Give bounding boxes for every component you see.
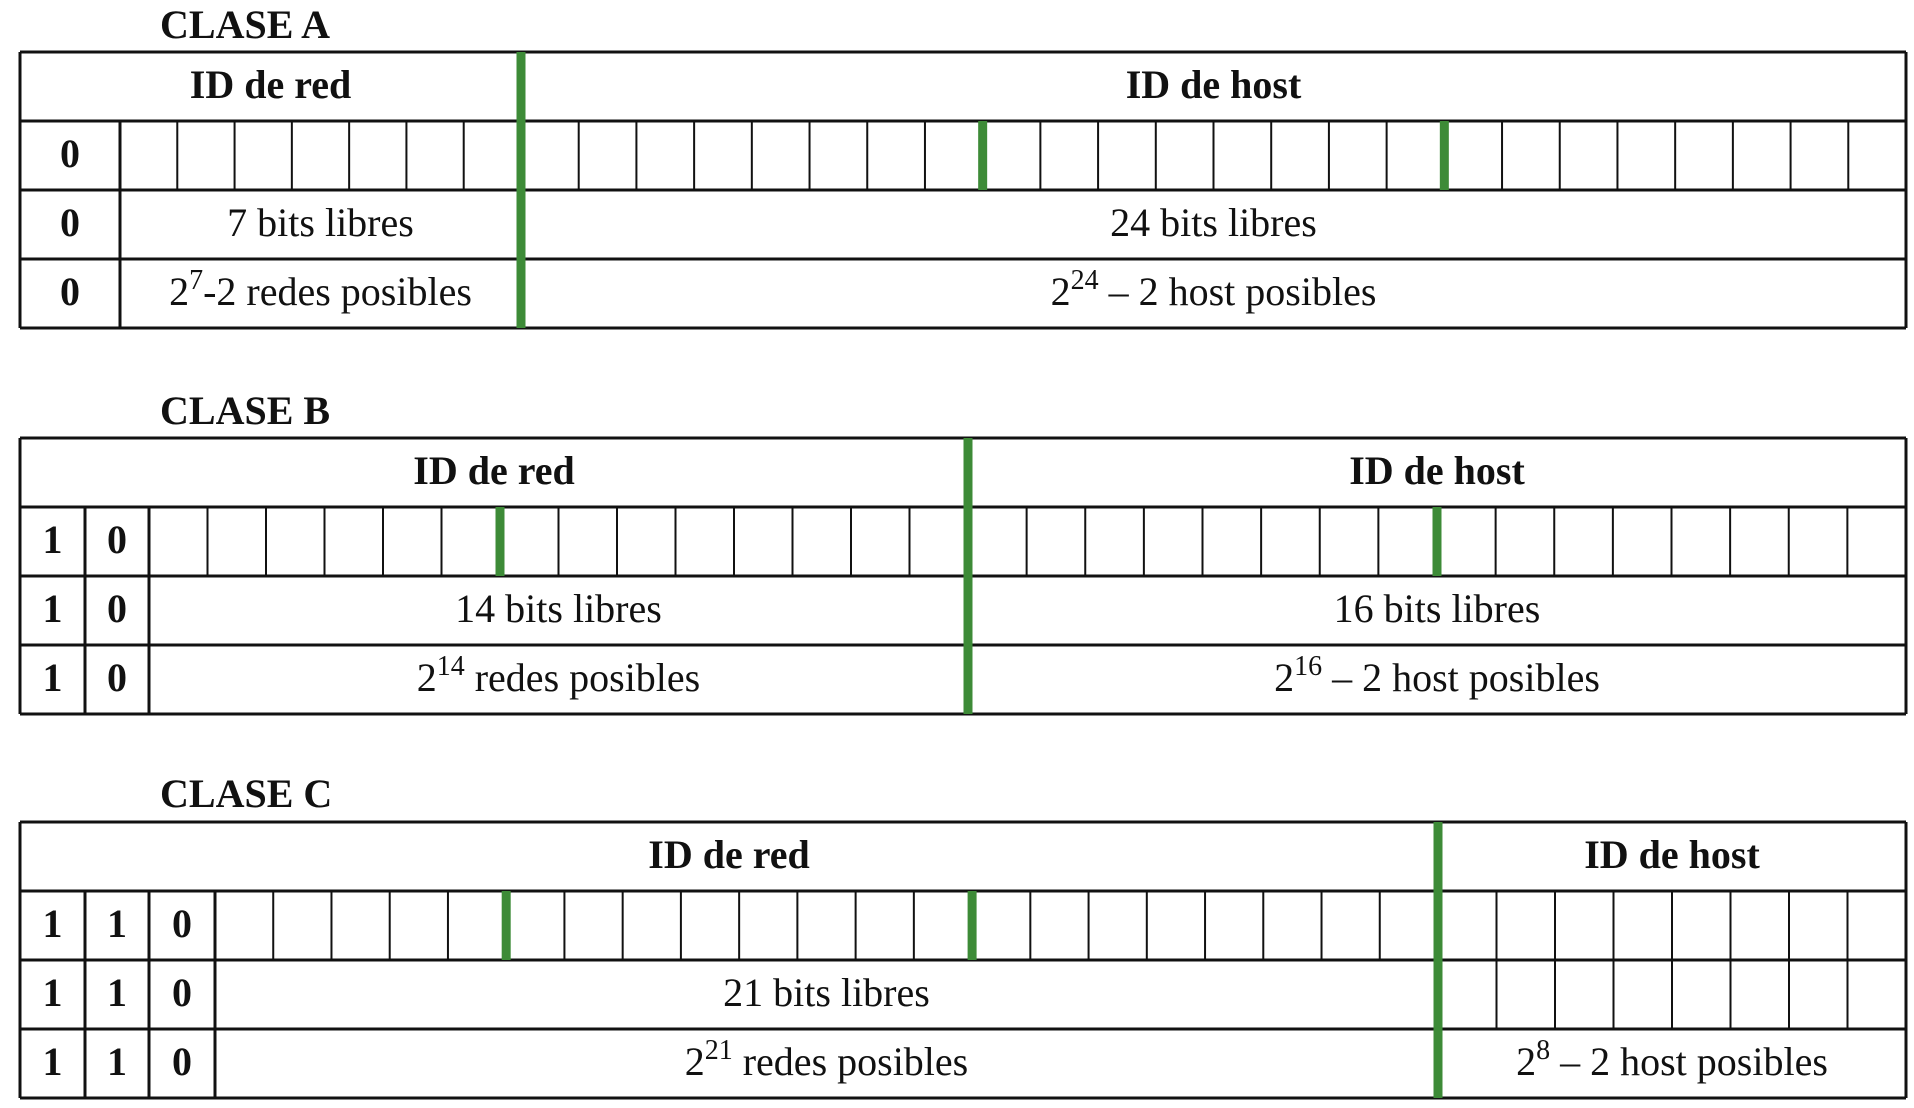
class-a-title: CLASE A (160, 2, 331, 47)
class-b-prefix-bit: 1 (43, 586, 63, 631)
class-c-prefix-bit: 1 (43, 901, 63, 946)
class-c-prefix-bit: 1 (107, 970, 127, 1015)
class-b-title: CLASE B (160, 388, 331, 433)
class-c-net-header: ID de red (648, 832, 809, 877)
class-b-net-header: ID de red (413, 448, 574, 493)
class-b-net-formula: 214 redes posibles (417, 651, 701, 700)
class-c-host-formula: 28 – 2 host posibles (1516, 1035, 1828, 1084)
class-b-prefix-bit: 0 (107, 655, 127, 700)
class-c-prefix-bit: 1 (43, 970, 63, 1015)
class-c-net-free-bits: 21 bits libres (723, 970, 930, 1015)
class-c-net-formula: 221 redes posibles (685, 1035, 969, 1084)
class-b-host-header: ID de host (1349, 448, 1525, 493)
class-a-prefix-bit: 0 (60, 269, 80, 314)
class-a-net-formula: 27-2 redes posibles (169, 265, 472, 314)
class-c-prefix-bit: 0 (172, 1039, 192, 1084)
class-a-prefix-bit: 0 (60, 200, 80, 245)
class-b-prefix-bit: 0 (107, 586, 127, 631)
class-b-net-free-bits: 14 bits libres (455, 586, 662, 631)
class-a-prefix-bit: 0 (60, 131, 80, 176)
class-c-prefix-bit: 1 (43, 1039, 63, 1084)
class-a-net-header: ID de red (190, 62, 351, 107)
class-a-host-formula: 224 – 2 host posibles (1051, 265, 1377, 314)
class-c-host-header: ID de host (1584, 832, 1760, 877)
class-c-title: CLASE C (160, 771, 333, 816)
class-b-prefix-bit: 1 (43, 517, 63, 562)
class-a-net-free-bits: 7 bits libres (227, 200, 414, 245)
class-b-prefix-bit: 1 (43, 655, 63, 700)
class-b-host-free-bits: 16 bits libres (1334, 586, 1541, 631)
class-c-prefix-bit: 0 (172, 970, 192, 1015)
class-a-host-free-bits: 24 bits libres (1110, 200, 1317, 245)
class-b-host-formula: 216 – 2 host posibles (1274, 651, 1600, 700)
class-a-host-header: ID de host (1126, 62, 1302, 107)
class-c-prefix-bit: 1 (107, 1039, 127, 1084)
class-c-prefix-bit: 1 (107, 901, 127, 946)
class-b-prefix-bit: 0 (107, 517, 127, 562)
class-c-prefix-bit: 0 (172, 901, 192, 946)
